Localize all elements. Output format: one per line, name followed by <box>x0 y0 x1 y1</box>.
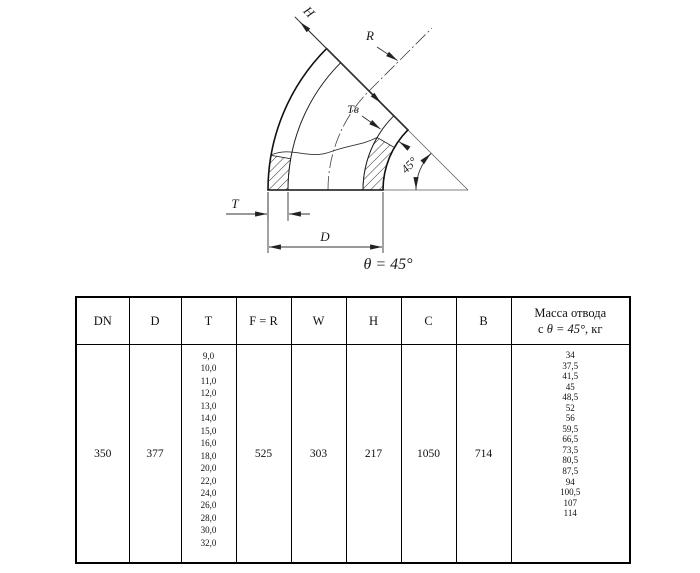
cell-value: 11,0 <box>200 375 217 386</box>
table-header-row: DN D T F = R W H C B Масса отвода с θ = … <box>75 296 631 345</box>
col-header-b: B <box>455 296 512 345</box>
dim-label-d: D <box>319 229 330 244</box>
mass-header-line2: с θ = 45°, кг <box>512 322 630 337</box>
mass-header-prefix: с <box>538 321 547 336</box>
cell-value: 73,5 <box>562 444 579 455</box>
col-header-dn: DN <box>75 296 130 345</box>
cell-h: 217 <box>345 344 402 564</box>
cell-w: 303 <box>290 344 347 564</box>
section-hatch-left-wall <box>267 154 292 191</box>
col-header-mass: Масса отвода с θ = 45°, кг <box>510 296 631 345</box>
cell-value: 100,5 <box>560 487 581 498</box>
cell-value: 22,0 <box>200 475 217 486</box>
dimension-angle <box>413 152 432 191</box>
dim-label-tv: Tв <box>347 102 359 116</box>
cell-value: 24,0 <box>200 487 217 498</box>
cell-b: 714 <box>455 344 512 564</box>
cell-value: 18,0 <box>200 450 217 461</box>
centerline <box>327 27 433 191</box>
cell-value: 48,5 <box>562 392 579 403</box>
dim-label-h: H <box>300 2 318 20</box>
cell-value: 30,0 <box>200 525 217 536</box>
cell-value: 34 <box>565 350 575 360</box>
cell-value: 66,5 <box>562 434 579 445</box>
col-header-d: D <box>128 296 182 345</box>
dimension-tv <box>361 115 411 151</box>
cell-value: 28,0 <box>200 512 217 523</box>
elbow-technical-drawing: H R Tв 45° T <box>226 2 469 273</box>
cell-c: 1050 <box>400 344 457 564</box>
cell-value: 37,5 <box>562 360 579 371</box>
cell-fr: 525 <box>235 344 292 564</box>
pipe-wall-lines <box>287 62 395 191</box>
dim-label-r: R <box>365 28 374 43</box>
cell-dn: 350 <box>75 344 130 564</box>
cell-value: 13,0 <box>200 400 217 411</box>
dimension-d <box>267 192 384 253</box>
angle-label: 45° <box>398 154 420 176</box>
cell-value: 87,5 <box>562 466 579 477</box>
dimension-r <box>376 46 398 61</box>
cell-value: 114 <box>563 508 577 519</box>
mass-header-line1: Масса отвода <box>534 305 607 320</box>
cell-value: 26,0 <box>200 500 217 511</box>
cell-value: 94 <box>565 476 575 487</box>
col-header-fr: F = R <box>235 296 292 345</box>
cell-value: 15,0 <box>200 425 217 436</box>
break-line <box>270 137 378 156</box>
cell-value: 56 <box>565 413 575 424</box>
cell-value: 52 <box>565 402 575 413</box>
cell-value: 10,0 <box>200 363 217 374</box>
dim-label-t: T <box>231 196 239 211</box>
cell-d: 377 <box>128 344 182 564</box>
col-header-t: T <box>180 296 237 345</box>
theta-caption: θ = 45° <box>363 256 413 273</box>
cell-value: 80,5 <box>562 455 579 466</box>
dimension-table-container: DN D T F = R W H C B Масса отвода с θ = … <box>75 296 631 564</box>
col-header-h: H <box>345 296 402 345</box>
col-header-w: W <box>290 296 347 345</box>
cell-value: 12,0 <box>200 388 217 399</box>
cell-value: 59,5 <box>562 423 579 434</box>
cell-value: 9,0 <box>202 351 215 361</box>
dimension-h <box>294 16 409 131</box>
cell-value: 107 <box>563 497 578 508</box>
mass-header-theta: θ = 45° <box>546 321 586 336</box>
cell-value: 32,0 <box>200 537 217 548</box>
cell-value: 45 <box>565 381 575 392</box>
cell-value: 14,0 <box>200 413 217 424</box>
dimension-table: DN D T F = R W H C B Масса отвода с θ = … <box>75 296 631 564</box>
col-header-c: C <box>400 296 457 345</box>
cell-value: 16,0 <box>200 438 217 449</box>
mass-header-suffix: , кг <box>585 321 603 336</box>
cell-value: 20,0 <box>200 463 217 474</box>
section-hatch-inner-wall <box>362 136 395 191</box>
cell-value: 41,5 <box>562 371 579 382</box>
